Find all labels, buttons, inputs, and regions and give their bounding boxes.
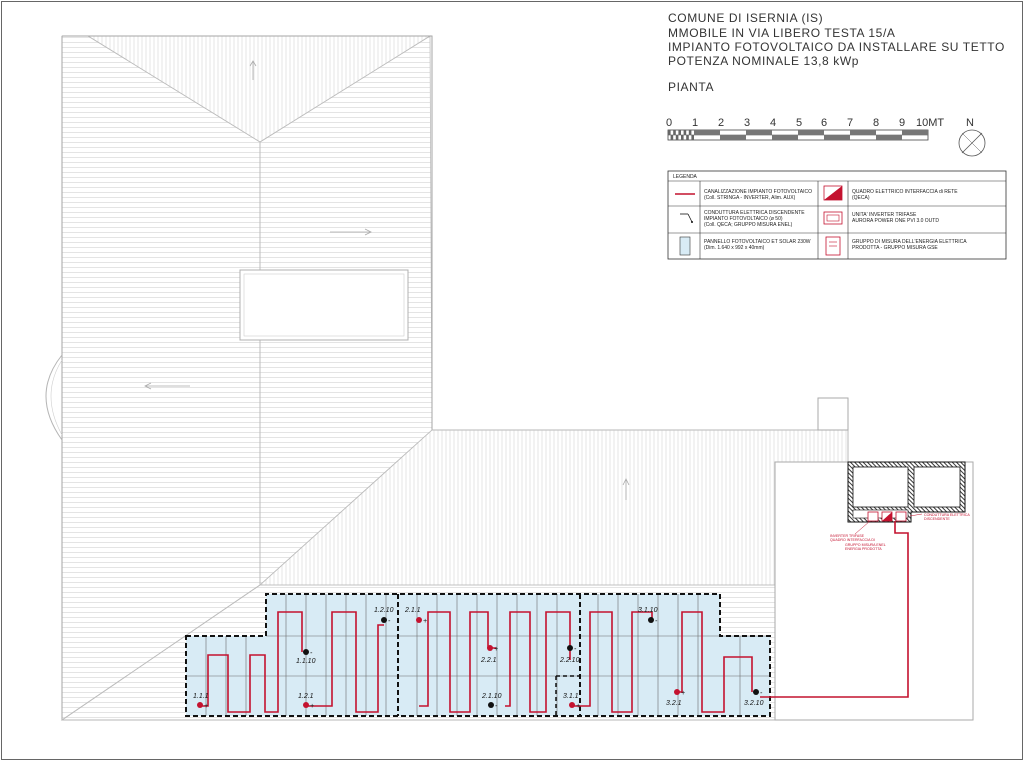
title-line-4: POTENZA NOMINALE 13,8 kWp xyxy=(668,54,859,68)
string-label: 3.2.1 xyxy=(666,700,682,707)
svg-text:-: - xyxy=(495,703,498,710)
svg-text:5: 5 xyxy=(796,117,802,129)
svg-text:-: - xyxy=(574,646,577,653)
title-block: COMUNE DI ISERNIA (IS) MMOBILE IN VIA LI… xyxy=(668,11,1005,94)
svg-text:(Coll. STRINGA - INVERTER, Ali: (Coll. STRINGA - INVERTER, Alim. AUX) xyxy=(704,195,796,201)
room-label-quadro: QUADRO INTERFACCIA DI xyxy=(830,538,875,542)
svg-text:IMPIANTO FOTOVOLTAICO (ø 50): IMPIANTO FOTOVOLTAICO (ø 50) xyxy=(704,216,783,222)
title-line-3: IMPIANTO FOTOVOLTAICO DA INSTALLARE SU T… xyxy=(668,40,1005,54)
skylight xyxy=(239,269,409,341)
interface-panel-legend-icon xyxy=(823,185,843,201)
string-label: 1.1.1 xyxy=(193,693,209,700)
string-label: 3.1.10 xyxy=(638,607,658,614)
inverter-legend-icon xyxy=(823,211,843,225)
room-label-discesa: CONDUTTURA ELETTRICA xyxy=(924,513,970,517)
svg-text:9: 9 xyxy=(899,117,905,129)
room-label-inverter: INVERTER TRIFASE xyxy=(830,534,865,538)
svg-text:+: + xyxy=(681,690,685,697)
svg-text:(Dim. 1.640 x 992 x 40mm): (Dim. 1.640 x 992 x 40mm) xyxy=(704,245,765,251)
north-arrow-icon: N xyxy=(958,117,986,157)
bay-window xyxy=(45,354,63,441)
svg-text:3: 3 xyxy=(744,117,750,129)
string-label: 1.2.10 xyxy=(374,607,394,614)
slope-arrows xyxy=(144,60,630,500)
scale-bar: 0 1 2 3 4 5 6 7 8 9 10MT xyxy=(666,117,944,141)
descending-conduit-icon xyxy=(680,213,693,223)
svg-text:0: 0 xyxy=(666,117,672,129)
string-label: 3.2.10 xyxy=(744,700,764,707)
svg-text:-: - xyxy=(388,618,391,625)
string-label: 2.1.10 xyxy=(481,693,502,700)
polarity-marks: + - + - + + - - + - + - xyxy=(204,618,763,710)
string-label: 2.2.10 xyxy=(559,657,580,664)
svg-text:AURORA POWER ONE PVI 3.0 OUTD: AURORA POWER ONE PVI 3.0 OUTD xyxy=(852,218,939,224)
svg-text:-: - xyxy=(760,690,763,697)
svg-text:8: 8 xyxy=(873,117,879,129)
string-label: 1.1.10 xyxy=(296,658,316,665)
title-line-1: COMUNE DI ISERNIA (IS) xyxy=(668,11,823,25)
meter-unit-icon xyxy=(895,511,907,522)
svg-text:PRODOTTA - GRUPPO MISURA GSE: PRODOTTA - GRUPPO MISURA GSE xyxy=(852,245,938,251)
string-label: 2.1.1 xyxy=(404,607,421,614)
north-label: N xyxy=(966,117,974,129)
svg-text:2: 2 xyxy=(718,117,724,129)
svg-text:(Coll. QECA; GRUPPO MISURA ENE: (Coll. QECA; GRUPPO MISURA ENEL) xyxy=(704,222,793,228)
string-label: 3.1.1 xyxy=(563,693,579,700)
svg-text:+: + xyxy=(494,646,498,653)
svg-text:GRUPPO DI MISURA DELL'ENERGIA: GRUPPO DI MISURA DELL'ENERGIA ELETTRICA xyxy=(852,239,967,245)
svg-text:-: - xyxy=(310,650,313,657)
svg-text:CANALIZZAZIONE IMPIANTO FOTOVO: CANALIZZAZIONE IMPIANTO FOTOVOLTAICO xyxy=(704,189,812,195)
svg-text:CONDUTTURA ELETTRICA DISCENDEN: CONDUTTURA ELETTRICA DISCENDENTE xyxy=(704,210,805,216)
svg-text:PANNELLO FOTOVOLTAICO ET SOLAR: PANNELLO FOTOVOLTAICO ET SOLAR 230W xyxy=(704,239,811,245)
svg-text:7: 7 xyxy=(847,117,853,129)
svg-text:UNITA' INVERTER TRIFASE: UNITA' INVERTER TRIFASE xyxy=(852,212,917,218)
title-line-2: MMOBILE IN VIA LIBERO TESTA 15/A xyxy=(668,26,896,40)
string-label: 2.2.1 xyxy=(480,657,497,664)
view-title: PIANTA xyxy=(668,80,714,94)
svg-text:4: 4 xyxy=(770,117,776,129)
svg-text:QUADRO ELETTRICO INTERFACCIA d: QUADRO ELETTRICO INTERFACCIA di RETE xyxy=(852,189,958,195)
room-label-gruppo: GRUPPO MISURA ENEL xyxy=(845,543,886,547)
svg-text:+: + xyxy=(423,618,427,625)
string-label: 1.2.1 xyxy=(298,693,314,700)
pv-array-outline xyxy=(185,593,771,717)
pv-array: 1.1.1 1.1.10 1.2.1 1.2.10 2.1.1 2.2.1 2.… xyxy=(185,521,909,717)
legend-header: LEGENDA xyxy=(673,174,698,180)
svg-text:-: - xyxy=(655,618,658,625)
svg-text:6: 6 xyxy=(821,117,827,129)
svg-text:+: + xyxy=(576,703,580,710)
svg-text:DISCENDENTE: DISCENDENTE xyxy=(924,517,950,521)
svg-text:+: + xyxy=(310,703,314,710)
string-wiring xyxy=(200,521,909,713)
string-terminals xyxy=(197,617,759,708)
svg-text:ENERGIA PRODOTTA: ENERGIA PRODOTTA xyxy=(845,547,882,551)
pv-panel-icon xyxy=(679,236,691,256)
string-labels: 1.1.1 1.1.10 1.2.1 1.2.10 2.1.1 2.2.1 2.… xyxy=(193,607,764,707)
legend: LEGENDA CANALIZZAZIONE IMPIANTO FOTOVOLT… xyxy=(667,170,1007,260)
svg-text:10MT: 10MT xyxy=(916,117,944,129)
meter-legend-icon xyxy=(825,236,841,256)
svg-text:1: 1 xyxy=(692,117,698,129)
technical-room: CONDUTTURA ELETTRICA DISCENDENTE INVERTE… xyxy=(830,461,970,551)
inverter-unit-icon xyxy=(867,511,879,522)
svg-text:+: + xyxy=(204,703,208,710)
svg-text:(QECA): (QECA) xyxy=(852,195,870,201)
